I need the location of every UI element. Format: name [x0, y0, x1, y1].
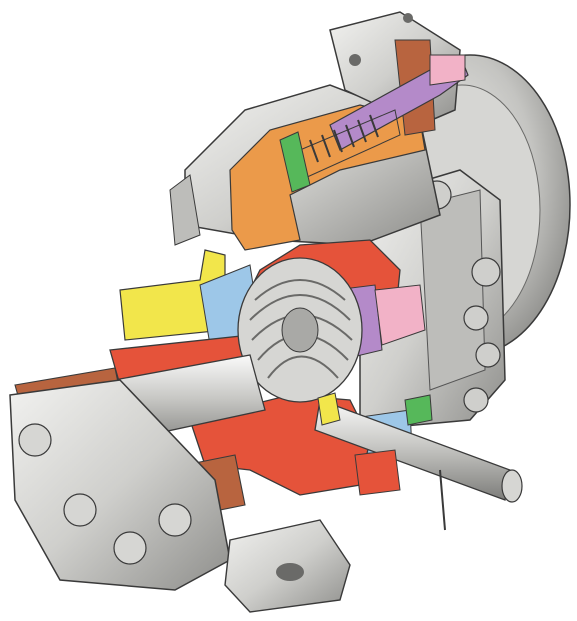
hex-bolt-icon: [158, 503, 192, 537]
valve-stem: [299, 54, 469, 179]
bolt-hole-icon: [403, 13, 413, 23]
bearing-housing: [359, 169, 506, 431]
green-part: [279, 131, 311, 193]
yellow-flange: [119, 249, 226, 341]
hex-bolt-icon: [471, 257, 501, 287]
hex-bolt-icon: [113, 531, 147, 565]
shaft-seal-parts: [317, 392, 433, 496]
hex-bolt-icon: [475, 342, 501, 368]
hex-bolt-icon: [463, 387, 489, 413]
hex-bolt-icon: [18, 423, 52, 457]
mounting-foot: [224, 519, 351, 613]
impeller: [237, 257, 363, 403]
suction-flange: [9, 379, 231, 591]
bolt-hole-icon: [349, 54, 361, 66]
hex-bolt-icon: [63, 493, 97, 527]
hex-bolt-icon: [463, 305, 489, 331]
drive-shaft: [314, 399, 523, 531]
foot-hole-icon: [276, 563, 304, 581]
